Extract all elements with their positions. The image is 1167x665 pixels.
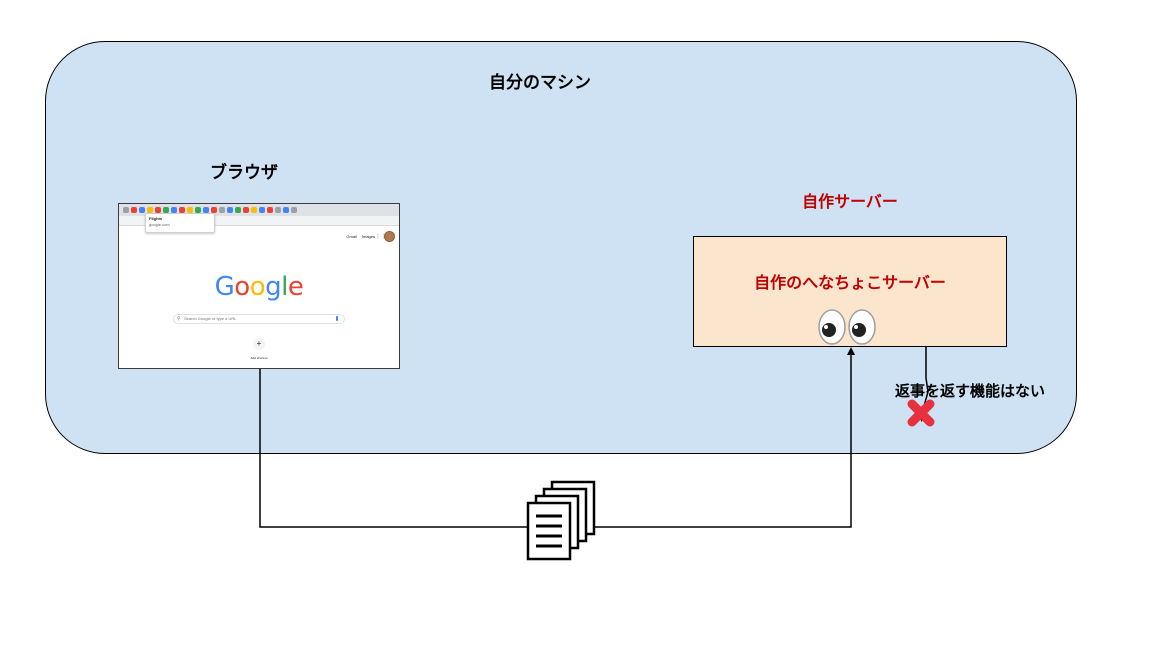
tab-icon: [187, 207, 193, 213]
server-label: 自作サーバー: [802, 194, 898, 211]
tab-icon: [235, 207, 241, 213]
tab-icon: [147, 207, 153, 213]
tab-icon: [259, 207, 265, 213]
tab-icon: [155, 207, 161, 213]
tab-tooltip: Flights google.com: [145, 213, 215, 233]
tab-icon: [131, 207, 137, 213]
browser-toolbar: [119, 216, 399, 226]
tab-icon: [195, 207, 201, 213]
mic-icon[interactable]: [336, 316, 338, 321]
tab-icon: [291, 207, 297, 213]
tab-icon: [203, 207, 209, 213]
server-inner-label: 自作のへなちょこサーバー: [754, 275, 946, 292]
gmail-link[interactable]: Gmail: [346, 234, 357, 239]
machine-title: 自分のマシン: [489, 73, 591, 92]
tooltip-subtitle: google.com: [149, 222, 170, 227]
search-placeholder: Search Google or type a URL: [184, 316, 237, 321]
images-link[interactable]: Images: [361, 234, 375, 239]
search-icon: ⚲: [177, 316, 181, 322]
tab-icon: [179, 207, 185, 213]
top-links: Gmail Images: [346, 234, 375, 239]
tab-icon: [243, 207, 249, 213]
tab-icon: [283, 207, 289, 213]
tab-icon: [139, 207, 145, 213]
search-input[interactable]: ⚲ Search Google or type a URL: [173, 314, 345, 324]
tab-icon: [163, 207, 169, 213]
tab-icon: [211, 207, 217, 213]
tab-icon: [227, 207, 233, 213]
document-stack-icon: [526, 480, 596, 561]
tab-icon: [275, 207, 281, 213]
tab-icon: [123, 207, 129, 213]
tooltip-title: Flights: [149, 216, 163, 221]
cross-mark-icon: [907, 399, 935, 427]
avatar[interactable]: [384, 231, 395, 242]
tab-icon: [219, 207, 225, 213]
google-logo: Google: [214, 272, 304, 302]
apps-icon[interactable]: ⋮⋮: [375, 234, 387, 240]
add-shortcut-button[interactable]: +: [253, 338, 265, 350]
eyes-icon: [818, 309, 876, 345]
add-shortcut-label: Add shortcut: [250, 356, 268, 360]
browser-screenshot: Flights google.com Gmail Images ⋮⋮ Googl…: [118, 203, 400, 369]
browser-label: ブラウザ: [210, 163, 278, 182]
tab-icon: [251, 207, 257, 213]
no-reply-label: 返事を返す機能はない: [894, 383, 1045, 400]
tab-icon: [267, 207, 273, 213]
tab-icon: [171, 207, 177, 213]
